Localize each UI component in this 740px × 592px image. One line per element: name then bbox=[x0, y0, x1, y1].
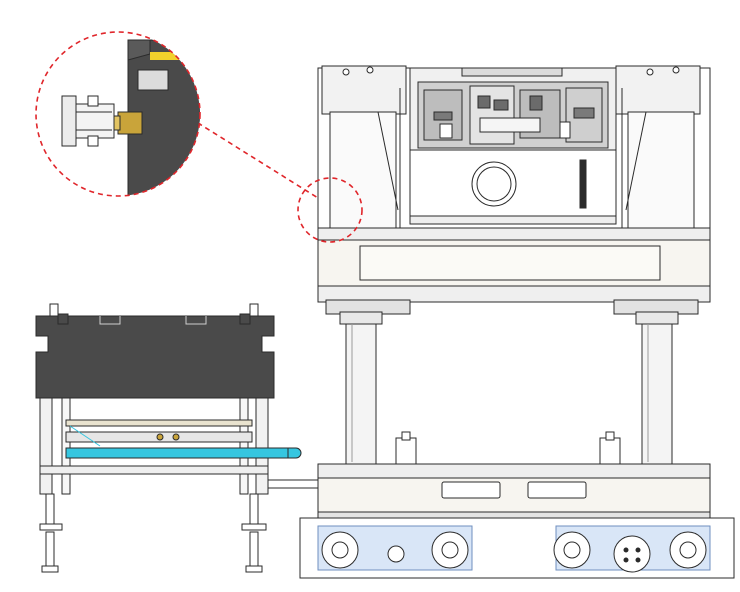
wheel bbox=[613, 535, 651, 573]
wheels bbox=[321, 531, 707, 573]
die-cart bbox=[35, 303, 319, 573]
detail-target-circle bbox=[297, 177, 363, 243]
cyan-lever bbox=[65, 447, 289, 459]
press-beam bbox=[317, 227, 711, 315]
wheel bbox=[321, 531, 359, 569]
upper-die-block bbox=[35, 315, 275, 399]
cart-foot bbox=[39, 493, 63, 573]
wheel bbox=[669, 531, 707, 569]
wheel bbox=[387, 545, 405, 563]
cart-foot bbox=[241, 493, 267, 573]
magnifier-circle bbox=[35, 31, 201, 197]
wheel bbox=[553, 531, 591, 569]
brass-bolt bbox=[117, 111, 143, 135]
magnified-view bbox=[36, 32, 200, 196]
detail-callout bbox=[35, 31, 363, 243]
wheel-housing bbox=[299, 517, 735, 579]
wheel bbox=[431, 531, 469, 569]
press-carriage bbox=[317, 431, 711, 521]
press-columns bbox=[339, 311, 679, 465]
press-head bbox=[409, 67, 617, 225]
press-machine bbox=[299, 65, 735, 579]
